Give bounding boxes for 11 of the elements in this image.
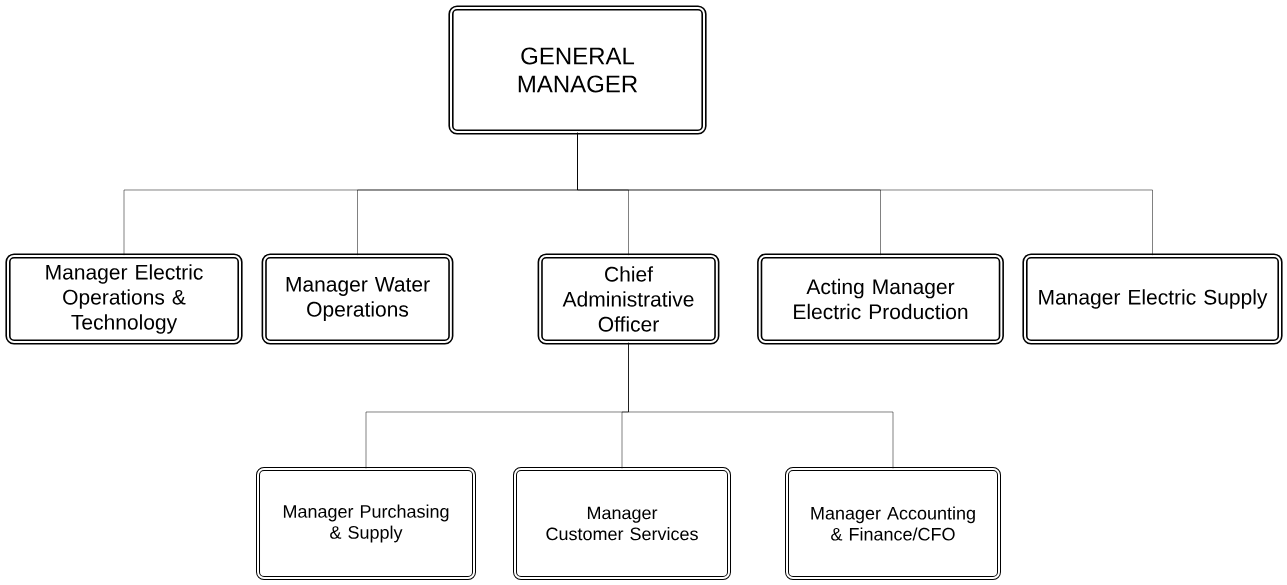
title-box: Manager Water Operations xyxy=(261,253,454,345)
title-box: Manager Electric Supply xyxy=(1022,253,1283,345)
title-box: GENERAL MANAGER xyxy=(448,5,707,135)
title-box: Chief Administrative Officer xyxy=(537,253,720,345)
title-box: Manager Customer Services xyxy=(513,467,731,580)
title-box: Manager Accounting & Finance/CFO xyxy=(785,467,1001,580)
connector xyxy=(628,342,894,469)
title-box: Acting Manager Electric Production xyxy=(757,253,1004,345)
title-box: Manager Purchasing & Supply xyxy=(256,467,476,580)
title-box: Manager Electric Operations & Technology xyxy=(5,253,243,345)
connector xyxy=(577,132,1153,256)
